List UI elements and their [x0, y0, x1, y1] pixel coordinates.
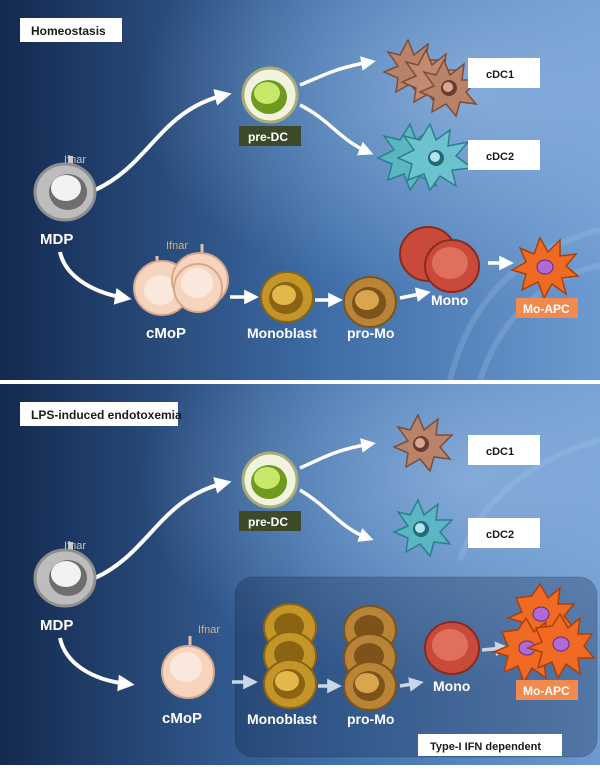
- arrow-predc-to-cdc1: [299, 438, 376, 470]
- arrow-promo-to-mono: [399, 287, 431, 302]
- cmop-ifnar-label: Ifnar: [198, 624, 220, 636]
- mdp-ifnar-label: Ifnar: [64, 540, 86, 552]
- mdp-label: MDP: [40, 617, 73, 634]
- moapc-label-box: [516, 298, 578, 318]
- arrow-predc-to-cdc2: [299, 103, 374, 156]
- arrow-mdp-to-cmop: [58, 637, 135, 692]
- predc-label-box: [239, 126, 301, 146]
- panel-lps: LPS-induced endotoxemia Type-I IFN depen…: [0, 384, 600, 765]
- mdp-cell: [33, 156, 97, 222]
- cmop-cell: [161, 636, 215, 699]
- cmop-label: cMoP: [146, 325, 186, 342]
- cmop-label: cMoP: [162, 710, 202, 727]
- promo-label: pro-Mo: [347, 711, 394, 727]
- ifn-dependent-region: [234, 576, 598, 758]
- promo-cell: [343, 276, 397, 328]
- arrow-mdp-to-cmop: [58, 251, 132, 305]
- promo-label: pro-Mo: [347, 325, 394, 341]
- moapc-label-box: [516, 680, 578, 700]
- ifn-dependent-label-box: [418, 734, 562, 756]
- moapc-label: Mo-APC: [523, 302, 570, 316]
- predc-label-box: [239, 511, 301, 531]
- cdc1-cell: [392, 413, 454, 473]
- mdp-cell: [33, 542, 97, 608]
- cdc2-cell: [392, 498, 454, 558]
- predc-cell: [241, 451, 299, 509]
- mono-cell: [424, 621, 480, 675]
- arrow-promo-to-mono: [399, 677, 424, 692]
- monoblast-label: Monoblast: [247, 325, 317, 341]
- mono-label: Mono: [433, 678, 470, 694]
- arrow-mdp-to-predc: [94, 89, 232, 192]
- mdp-ifnar-label: Ifnar: [64, 154, 86, 166]
- arrow-mono-to-moapc: [481, 641, 510, 657]
- monoblast-label: Monoblast: [247, 711, 317, 727]
- cdc2-label: cDC2: [486, 151, 514, 163]
- mono-label: Mono: [431, 292, 468, 308]
- moapc-cell: [510, 236, 580, 300]
- cdc2-cells: [376, 122, 474, 192]
- panel-homeostasis: Homeostasis Ifnar MDP pre-DC: [0, 0, 600, 381]
- predc-label: pre-DC: [248, 515, 288, 529]
- cdc1-label-box: [468, 435, 540, 465]
- predc-cell: [241, 66, 299, 124]
- cdc1-label: cDC1: [486, 69, 514, 81]
- cmop-cells: [133, 244, 229, 316]
- cdc2-label: cDC2: [486, 529, 514, 541]
- panel-title-box: [20, 402, 178, 426]
- monoblast-cells: [263, 603, 317, 709]
- mono-cells: [399, 226, 480, 293]
- promo-cells: [343, 605, 397, 711]
- cdc2-label-box: [468, 140, 540, 170]
- ifn-dependent-label: Type-I IFN dependent: [430, 741, 541, 753]
- cdc2-label-box: [468, 518, 540, 548]
- cdc1-label: cDC1: [486, 446, 514, 458]
- panel-title-box: [20, 18, 122, 42]
- cdc1-cells: [382, 38, 480, 118]
- panel-divider: [0, 380, 600, 384]
- panel-title: LPS-induced endotoxemia: [31, 408, 182, 422]
- mdp-label: MDP: [40, 231, 73, 248]
- panel-title: Homeostasis: [31, 24, 106, 38]
- moapc-label: Mo-APC: [523, 684, 570, 698]
- arrow-predc-to-cdc1: [299, 56, 376, 87]
- arrow-predc-to-cdc2: [299, 488, 374, 542]
- moapc-cells: [491, 582, 596, 684]
- cmop-ifnar-label: Ifnar: [166, 240, 188, 252]
- arrow-mdp-to-predc: [94, 477, 232, 580]
- predc-label: pre-DC: [248, 130, 288, 144]
- cdc1-label-box: [468, 58, 540, 88]
- monoblast-cell: [260, 271, 314, 323]
